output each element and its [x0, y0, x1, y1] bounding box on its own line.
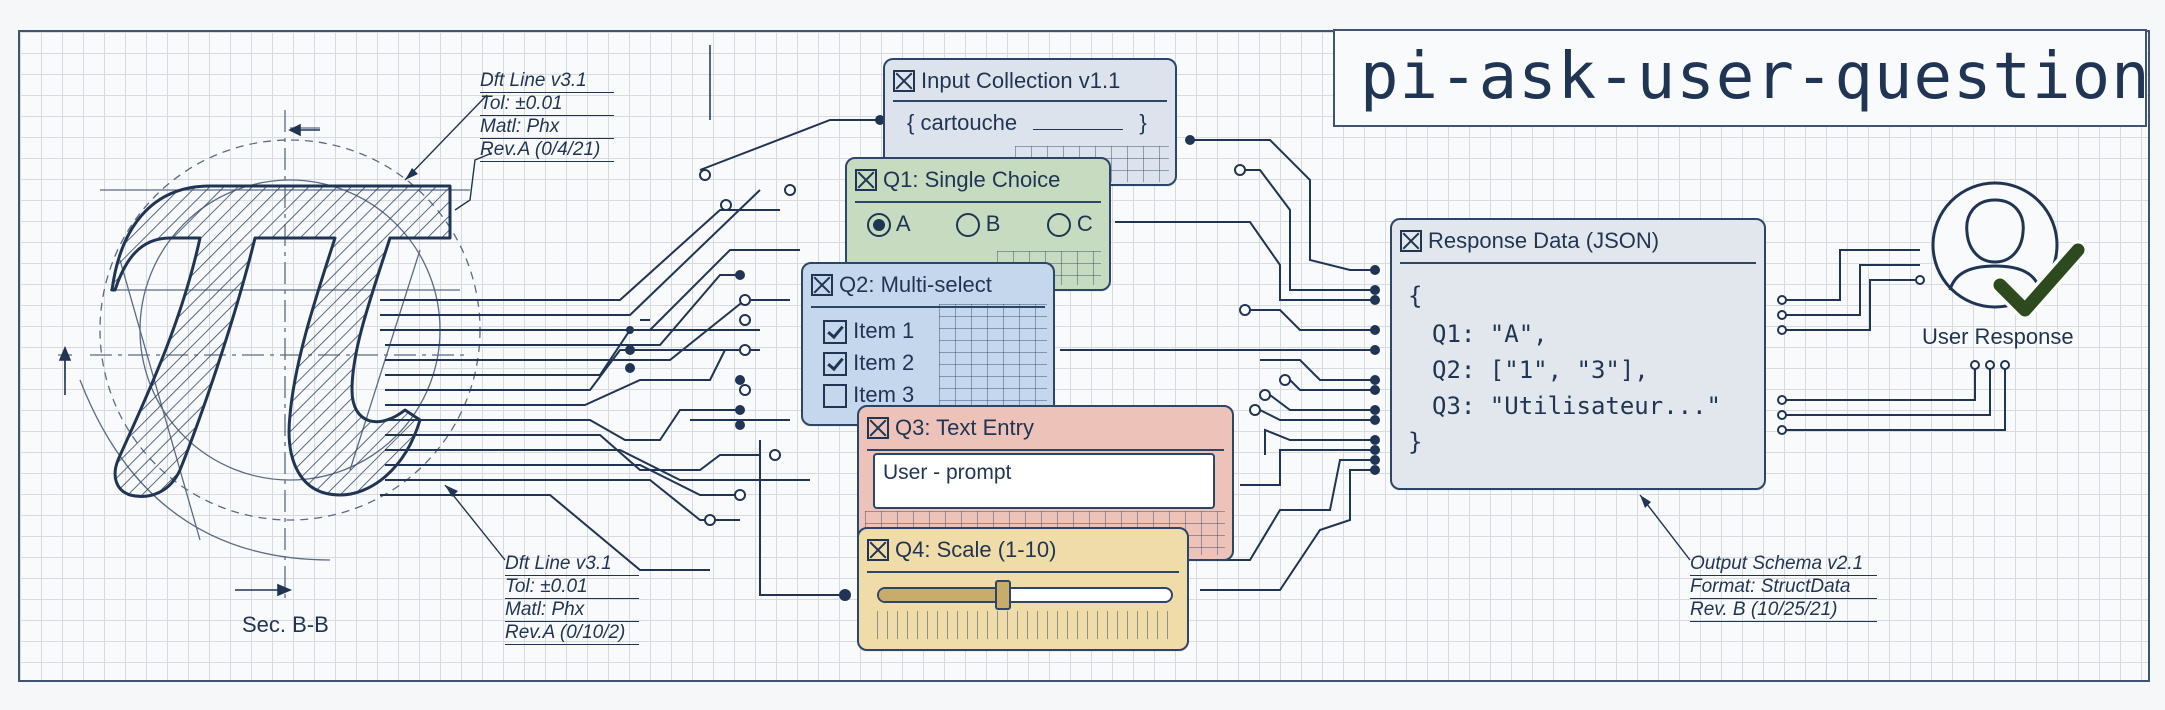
- q2-multi-select-card: Q2: Multi-select Item 1 Item 2 Item 3: [801, 262, 1055, 426]
- q2-item-2[interactable]: Item 2: [823, 350, 914, 377]
- user-wires: [1780, 249, 2006, 431]
- page-title: pi-ask-user-question: [1360, 40, 2151, 114]
- checkmark-icon: [1990, 240, 2088, 320]
- user-avatar-icon: [1931, 181, 2059, 309]
- pi-construction-lines: [58, 110, 481, 600]
- response-line-2: Q2: ["1", "3"],: [1432, 356, 1649, 384]
- section-label: Sec. B-B: [242, 612, 329, 637]
- q3-text-input[interactable]: User - prompt: [873, 453, 1215, 509]
- pi-glyph-icon: [110, 184, 452, 498]
- response-line-1: Q1: "A",: [1432, 320, 1548, 348]
- radio-option-b[interactable]: B: [955, 211, 1000, 238]
- scale-slider[interactable]: [877, 580, 1173, 610]
- q1-options: A B C: [867, 211, 1093, 238]
- response-line-0: {: [1408, 282, 1423, 310]
- input-body: { cartouche }: [907, 110, 1147, 135]
- q4-scale-card: Q4: Scale (1-10): [857, 527, 1189, 651]
- response-data-card: Response Data (JSON) { Q1: "A", Q2: ["1"…: [1390, 218, 1766, 490]
- response-line-3: Q3: "Utilisateur...": [1432, 392, 1721, 420]
- annotation-bottom: Dft Line v3.1 Tol: ±0.01 Matl: Phx Rev.A…: [505, 553, 640, 645]
- close-icon[interactable]: [811, 274, 833, 296]
- radio-option-c[interactable]: C: [1046, 211, 1093, 238]
- schema-note: Output Schema v2.1 Format: StructData Re…: [1690, 553, 1878, 622]
- right-wires: [1060, 139, 1375, 591]
- close-icon[interactable]: [867, 417, 889, 439]
- slider-thumb[interactable]: [994, 580, 1011, 610]
- q2-item-1[interactable]: Item 1: [823, 318, 914, 345]
- close-icon[interactable]: [867, 539, 889, 561]
- radio-option-a[interactable]: A: [867, 211, 909, 238]
- response-line-4: }: [1408, 428, 1423, 456]
- title-box: [1333, 29, 2147, 127]
- slider-fill: [879, 589, 1002, 601]
- close-icon[interactable]: [893, 70, 915, 92]
- left-wires: [380, 119, 880, 596]
- close-icon[interactable]: [855, 169, 877, 191]
- annotation-top: Dft Line v3.1 Tol: ±0.01 Matl: Phx Rev.A…: [480, 70, 615, 162]
- user-response-label: User Response: [1922, 324, 2074, 349]
- close-icon[interactable]: [1400, 230, 1422, 252]
- q2-item-3[interactable]: Item 3: [823, 382, 914, 409]
